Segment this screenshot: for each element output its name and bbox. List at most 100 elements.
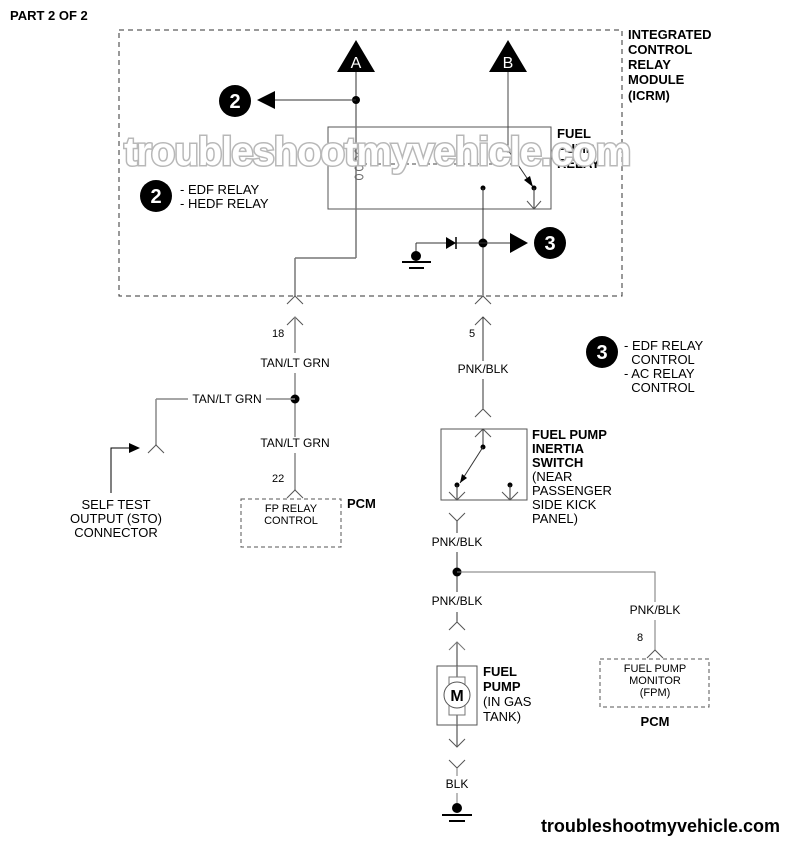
svg-text:CONTROL: CONTROL	[264, 515, 318, 527]
connector-icon	[286, 489, 304, 499]
svg-text:RELAY: RELAY	[628, 57, 671, 72]
pcm-fpm-box	[599, 658, 710, 708]
terminal-a-triangle: A	[337, 40, 375, 72]
svg-text:(IN GAS: (IN GAS	[483, 694, 532, 709]
callout-3-badge: 3	[534, 227, 566, 259]
wire-sto-lead	[110, 447, 129, 493]
svg-text:SELF TEST: SELF TEST	[81, 497, 150, 512]
pcm-fpm-label: FUEL PUMP MONITOR (FPM)	[624, 663, 687, 699]
arrow-left-icon	[257, 91, 275, 109]
motor-icon: M	[443, 681, 471, 709]
svg-text:PANEL): PANEL)	[532, 511, 578, 526]
connector-icon	[448, 491, 466, 501]
svg-text:CONTROL: CONTROL	[624, 380, 695, 395]
wire-label-blk: BLK	[446, 777, 469, 791]
footer-site: troubleshootmyvehicle.com	[541, 816, 780, 836]
connector-icon	[448, 759, 466, 769]
svg-text:2: 2	[229, 91, 240, 113]
svg-text:A: A	[351, 55, 362, 72]
svg-text:2: 2	[150, 186, 161, 208]
svg-text:CONTROL: CONTROL	[624, 352, 695, 367]
wire-label-tan-branch: TAN/LT GRN	[192, 392, 261, 406]
connector-icon	[646, 649, 664, 659]
svg-text:FUEL: FUEL	[557, 126, 591, 141]
svg-text:RELAY: RELAY	[557, 156, 600, 171]
wire-label-pnk-lower: PNK/BLK	[432, 594, 483, 608]
svg-text:FUEL PUMP: FUEL PUMP	[624, 663, 687, 675]
ground-icon	[402, 251, 431, 269]
fuel-pump-relay-label: FUEL PUMP RELAY	[557, 126, 600, 171]
terminal-b-triangle: B	[489, 40, 527, 72]
diode-icon	[446, 237, 456, 249]
svg-text:- EDF RELAY: - EDF RELAY	[624, 338, 704, 353]
svg-text:- EDF RELAY: - EDF RELAY	[180, 182, 260, 197]
switch-arrow-icon	[524, 176, 533, 187]
inertia-switch-box	[440, 428, 528, 501]
wire-label-pnk-mid: PNK/BLK	[432, 535, 483, 549]
svg-text:PUMP: PUMP	[557, 141, 595, 156]
relay-coil-icon	[354, 148, 364, 180]
pin-8-label: 8	[637, 632, 643, 644]
svg-text:(ICRM): (ICRM)	[628, 88, 670, 103]
pin-22-label: 22	[272, 473, 284, 485]
fuel-pump-relay-box	[327, 126, 552, 210]
svg-text:PASSENGER: PASSENGER	[532, 483, 612, 498]
wire-label-pnk-fpm: PNK/BLK	[630, 603, 681, 617]
svg-text:PUMP: PUMP	[483, 679, 521, 694]
svg-text:3: 3	[596, 342, 607, 364]
svg-text:CONTROL: CONTROL	[628, 42, 692, 57]
pin-18-label: 18	[272, 328, 284, 340]
svg-text:FP RELAY: FP RELAY	[265, 503, 318, 515]
callout-3-legend: 3 - EDF RELAY CONTROL - AC RELAY CONTROL	[586, 336, 704, 395]
svg-text:(NEAR: (NEAR	[532, 469, 572, 484]
pcm-label: PCM	[641, 714, 670, 729]
pcm-fp-relay-control-label: FP RELAY CONTROL	[264, 503, 318, 527]
icrm-title: INTEGRATED CONTROL RELAY MODULE (ICRM)	[628, 27, 712, 103]
svg-text:3: 3	[544, 233, 555, 255]
connector-icon	[526, 200, 542, 210]
svg-text:B: B	[503, 55, 514, 72]
inertia-switch-label: FUEL PUMP INERTIA SWITCH (NEAR PASSENGER…	[532, 427, 612, 526]
sto-connector-label: SELF TEST OUTPUT (STO) CONNECTOR	[70, 497, 162, 540]
watermark: troubleshootmyvehicle.com	[124, 130, 630, 174]
connector-icon	[448, 621, 466, 631]
callout-2-badge: 2	[219, 85, 251, 117]
svg-text:- AC RELAY: - AC RELAY	[624, 366, 695, 381]
svg-text:FUEL PUMP: FUEL PUMP	[532, 427, 607, 442]
wire-label-pnk-upper: PNK/BLK	[458, 362, 509, 376]
pin-5-label: 5	[469, 328, 475, 340]
svg-text:MONITOR: MONITOR	[629, 675, 681, 687]
connector-icon	[286, 295, 304, 305]
svg-text:MODULE: MODULE	[628, 72, 685, 87]
pcm-label: PCM	[347, 496, 376, 511]
connector-icon	[474, 408, 492, 418]
svg-text:CONNECTOR: CONNECTOR	[74, 525, 158, 540]
svg-text:FUEL: FUEL	[483, 664, 517, 679]
ground-icon	[442, 803, 472, 822]
svg-text:(FPM): (FPM)	[640, 687, 671, 699]
svg-text:OUTPUT (STO): OUTPUT (STO)	[70, 511, 162, 526]
pcm-fp-relay-control-box	[240, 498, 342, 548]
svg-text:SIDE KICK: SIDE KICK	[532, 497, 597, 512]
connector-icon	[448, 512, 466, 522]
svg-text:TANK): TANK)	[483, 709, 521, 724]
arrow-right-icon	[129, 443, 140, 453]
part-label: PART 2 OF 2	[10, 8, 88, 23]
callout-2-legend: 2 - EDF RELAY - HEDF RELAY	[140, 180, 269, 212]
wire-label-tan-lower: TAN/LT GRN	[260, 436, 329, 450]
connector-icon	[501, 491, 519, 501]
svg-text:INERTIA: INERTIA	[532, 441, 585, 456]
connector-icon	[448, 738, 466, 748]
svg-text:INTEGRATED: INTEGRATED	[628, 27, 712, 42]
switch-arrow-icon	[460, 474, 467, 483]
svg-text:SWITCH: SWITCH	[532, 455, 583, 470]
connector-icon	[474, 295, 492, 305]
arrow-right-icon	[510, 233, 528, 253]
wire-label-tan-upper: TAN/LT GRN	[260, 356, 329, 370]
fuel-pump-label: FUEL PUMP (IN GAS TANK)	[483, 664, 532, 724]
svg-text:- HEDF RELAY: - HEDF RELAY	[180, 196, 269, 211]
wire-pnk-fpm	[457, 571, 656, 602]
connector-icon	[147, 444, 165, 454]
icrm-module-box	[118, 29, 623, 297]
